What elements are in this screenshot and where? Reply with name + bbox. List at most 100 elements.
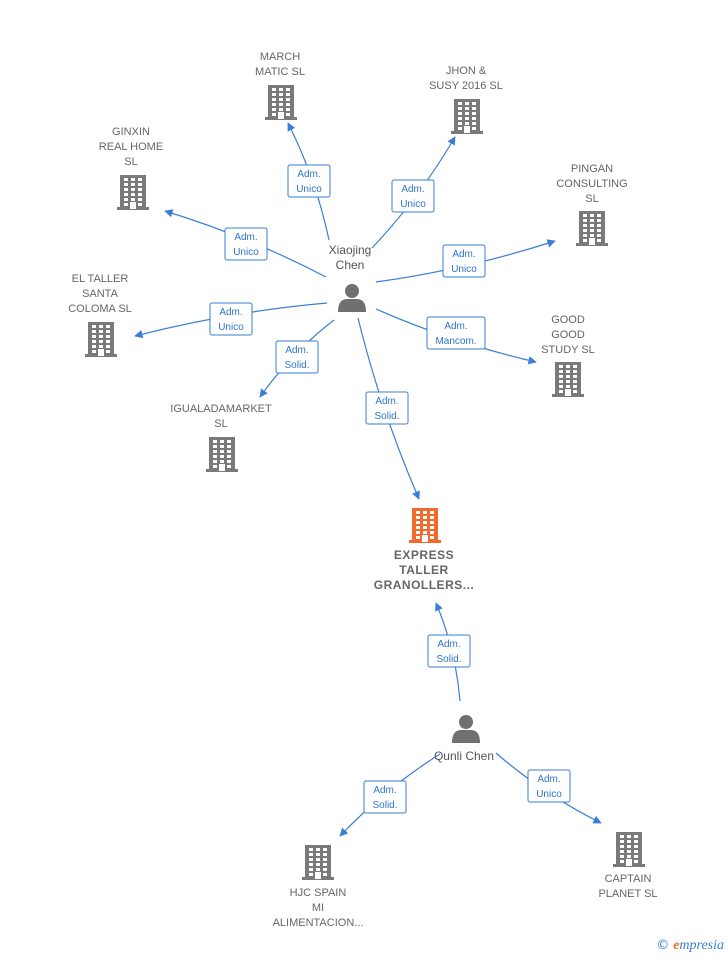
node-label: CONSULTING [556, 178, 627, 190]
role-badge-box [365, 391, 409, 425]
node-label: IGUALADAMARKET [170, 403, 272, 415]
node-hjc[interactable]: HJC SPAIN MI ALIMENTACION... [273, 845, 364, 929]
node-express[interactable]: EXPRESSTALLERGRANOLLERS... [374, 508, 475, 592]
role-text: Solid. [284, 360, 309, 371]
role-text: Adm. [452, 249, 475, 260]
node-label: STUDY SL [541, 344, 595, 356]
person-icon [338, 284, 366, 312]
node-qunli[interactable]: Qunli Chen [434, 715, 494, 763]
node-label: TALLER [399, 563, 448, 577]
role-badge-box [287, 164, 331, 198]
role-text: Adm. [219, 307, 242, 318]
role-badge-xiaojing-pingan[interactable]: Adm. Unico [442, 244, 486, 278]
role-badge-xiaojing-igualada[interactable]: Adm. Solid. [275, 340, 319, 374]
node-label: JHON & [446, 65, 487, 77]
node-label: PLANET SL [598, 888, 657, 900]
building-icon [409, 508, 441, 543]
node-eltaller[interactable]: EL TALLER SANTA COLOMA SL [68, 273, 132, 357]
role-badge-box [209, 302, 253, 336]
node-label: EL TALLER [72, 273, 129, 285]
role-badge-box [442, 244, 486, 278]
building-icon [302, 845, 334, 880]
role-text: Adm. [297, 169, 320, 180]
building-icon [206, 437, 238, 472]
role-badge-box [224, 227, 268, 261]
role-text: Adm. [537, 774, 560, 785]
node-label: REAL HOME [99, 141, 163, 153]
role-badge-box [427, 634, 471, 668]
role-badge-xiaojing-march[interactable]: Adm.Unico [287, 164, 331, 198]
role-badge-box [426, 316, 486, 350]
node-label: HJC SPAIN [290, 887, 347, 899]
node-label: COLOMA SL [68, 303, 132, 315]
role-badge-qunli-hjc[interactable]: Adm. Solid. [363, 780, 407, 814]
node-label: ALIMENTACION... [273, 917, 364, 929]
node-label: EXPRESS [394, 548, 454, 562]
role-text: Unico [233, 247, 259, 258]
role-badge-xiaojing-ginxin[interactable]: Adm. Unico [224, 227, 268, 261]
node-march[interactable]: MARCH MATIC SL [255, 51, 305, 120]
node-label: SL [214, 418, 227, 430]
role-badge-xiaojing-jhon[interactable]: Adm. Unico [391, 179, 435, 213]
building-icon [552, 362, 584, 397]
role-badge-box [527, 769, 571, 803]
role-badge-xiaojing-express[interactable]: Adm. Solid. [365, 391, 409, 425]
role-text: Adm. [373, 785, 396, 796]
role-text: Adm. [234, 232, 257, 243]
node-label: SUSY 2016 SL [429, 80, 503, 92]
role-text: Unico [218, 322, 244, 333]
role-text: Mancom. [435, 336, 476, 347]
role-text: Solid. [374, 411, 399, 422]
node-label: SANTA [82, 288, 119, 300]
role-badge-box [391, 179, 435, 213]
node-label: GOOD [551, 329, 585, 341]
role-text: Adm. [437, 639, 460, 650]
role-badge-xiaojing-eltaller[interactable]: Adm. Unico [209, 302, 253, 336]
role-badge-qunli-express[interactable]: Adm. Solid. [427, 634, 471, 668]
node-captain[interactable]: CAPTAIN PLANET SL [598, 832, 658, 900]
copyright-symbol: © [656, 938, 670, 953]
node-igualada[interactable]: IGUALADAMARKET SL [170, 403, 272, 472]
person-icon [452, 715, 480, 743]
building-icon [576, 211, 608, 246]
node-label: PINGAN [571, 163, 613, 175]
role-text: Solid. [372, 800, 397, 811]
node-label: Xiaojing [329, 243, 372, 257]
node-label: SL [124, 156, 137, 168]
role-text: Adm. [375, 396, 398, 407]
node-label: Qunli Chen [434, 749, 494, 763]
building-icon [85, 322, 117, 357]
node-jhon[interactable]: JHON & SUSY 2016 SL [429, 65, 503, 134]
role-text: Adm. [401, 184, 424, 195]
node-label: GINXIN [112, 126, 150, 138]
building-icon [265, 85, 297, 120]
role-text: Unico [451, 264, 477, 275]
logo-initial: e [673, 938, 680, 953]
role-text: Adm. [444, 321, 467, 332]
node-ginxin[interactable]: GINXIN REAL HOME SL [99, 126, 163, 210]
node-label: Chen [336, 258, 365, 272]
role-badge-box [363, 780, 407, 814]
logo-text: mpresia [679, 938, 724, 953]
node-label: CAPTAIN [605, 873, 652, 885]
role-text: Unico [536, 789, 562, 800]
role-badge-qunli-captain[interactable]: Adm. Unico [527, 769, 571, 803]
role-text: Solid. [436, 654, 461, 665]
role-text: Unico [400, 199, 426, 210]
node-label: GRANOLLERS... [374, 578, 475, 592]
empresia-logo: ©empresia [656, 938, 724, 954]
node-label: MI [312, 902, 324, 914]
role-badge-xiaojing-goodgood[interactable]: Adm. Mancom. [426, 316, 486, 350]
node-label: MATIC SL [255, 66, 305, 78]
node-label: MARCH [260, 51, 300, 63]
role-badge-box [275, 340, 319, 374]
role-text: Adm. [285, 345, 308, 356]
building-icon [613, 832, 645, 867]
node-label: GOOD [551, 314, 585, 326]
node-goodgood[interactable]: GOOD GOOD STUDY SL [541, 314, 595, 397]
